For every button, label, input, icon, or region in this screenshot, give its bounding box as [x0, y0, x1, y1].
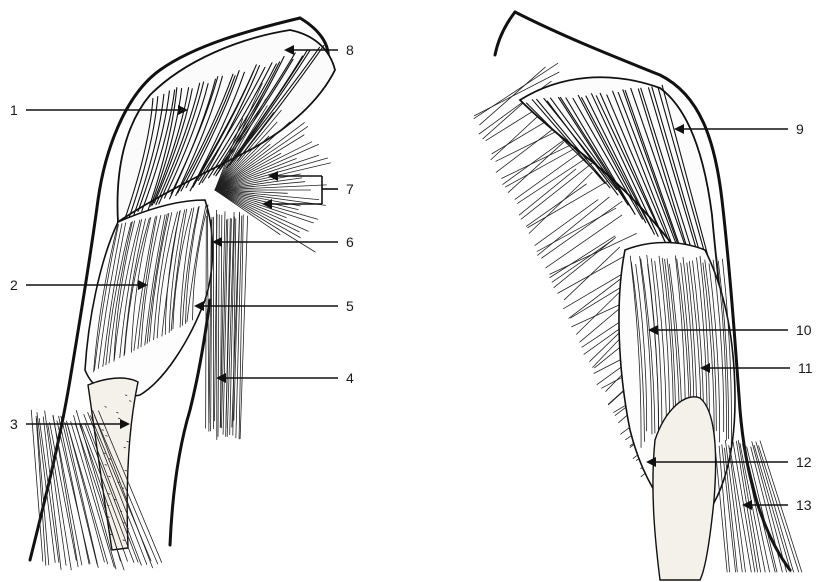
label-9: 9	[796, 121, 804, 137]
muscle-fiber	[109, 459, 111, 460]
muscle-fiber	[505, 146, 578, 187]
muscle-fiber	[105, 407, 107, 408]
muscle-fiber	[124, 447, 126, 448]
label-11: 11	[798, 360, 813, 376]
muscle-fiber	[106, 436, 108, 437]
label-12: 12	[796, 454, 812, 470]
label-4: 4	[346, 370, 354, 386]
label-10: 10	[796, 322, 812, 338]
label-5: 5	[346, 298, 354, 314]
posterior-arm-illustration	[474, 12, 802, 580]
muscle-fiber	[129, 401, 131, 402]
muscle-fiber	[125, 470, 127, 471]
label-1: 1	[10, 102, 18, 118]
muscle-fiber	[552, 240, 613, 282]
muscle-fiber	[526, 184, 586, 226]
muscle-fiber	[57, 421, 90, 564]
muscle-fiber	[742, 444, 769, 572]
muscle-fiber	[118, 418, 120, 419]
muscle-fiber	[724, 448, 737, 572]
muscle-fiber	[108, 494, 110, 495]
label-13: 13	[796, 497, 812, 513]
muscle-fiber	[102, 430, 104, 431]
muscle-fiber	[751, 447, 783, 572]
label-3: 3	[10, 416, 18, 432]
anterior-arm-illustration	[30, 18, 335, 570]
muscle-fiber	[117, 412, 119, 413]
muscle-fiber	[508, 142, 563, 192]
muscle-fiber	[53, 416, 82, 565]
muscle-fiber	[105, 465, 107, 466]
muscle-fiber	[110, 534, 112, 535]
muscle-fiber	[48, 425, 71, 570]
muscle-fiber	[109, 476, 111, 477]
label-8: 8	[346, 42, 354, 58]
muscle-fiber	[744, 447, 775, 572]
muscle-fiber	[114, 499, 116, 500]
label-6: 6	[346, 234, 354, 250]
label-7: 7	[346, 181, 354, 197]
muscle-fiber	[123, 540, 125, 541]
label-2: 2	[10, 277, 18, 293]
muscle-fiber	[218, 215, 219, 437]
muscle-fiber	[125, 395, 127, 396]
muscle-fiber	[127, 441, 129, 442]
